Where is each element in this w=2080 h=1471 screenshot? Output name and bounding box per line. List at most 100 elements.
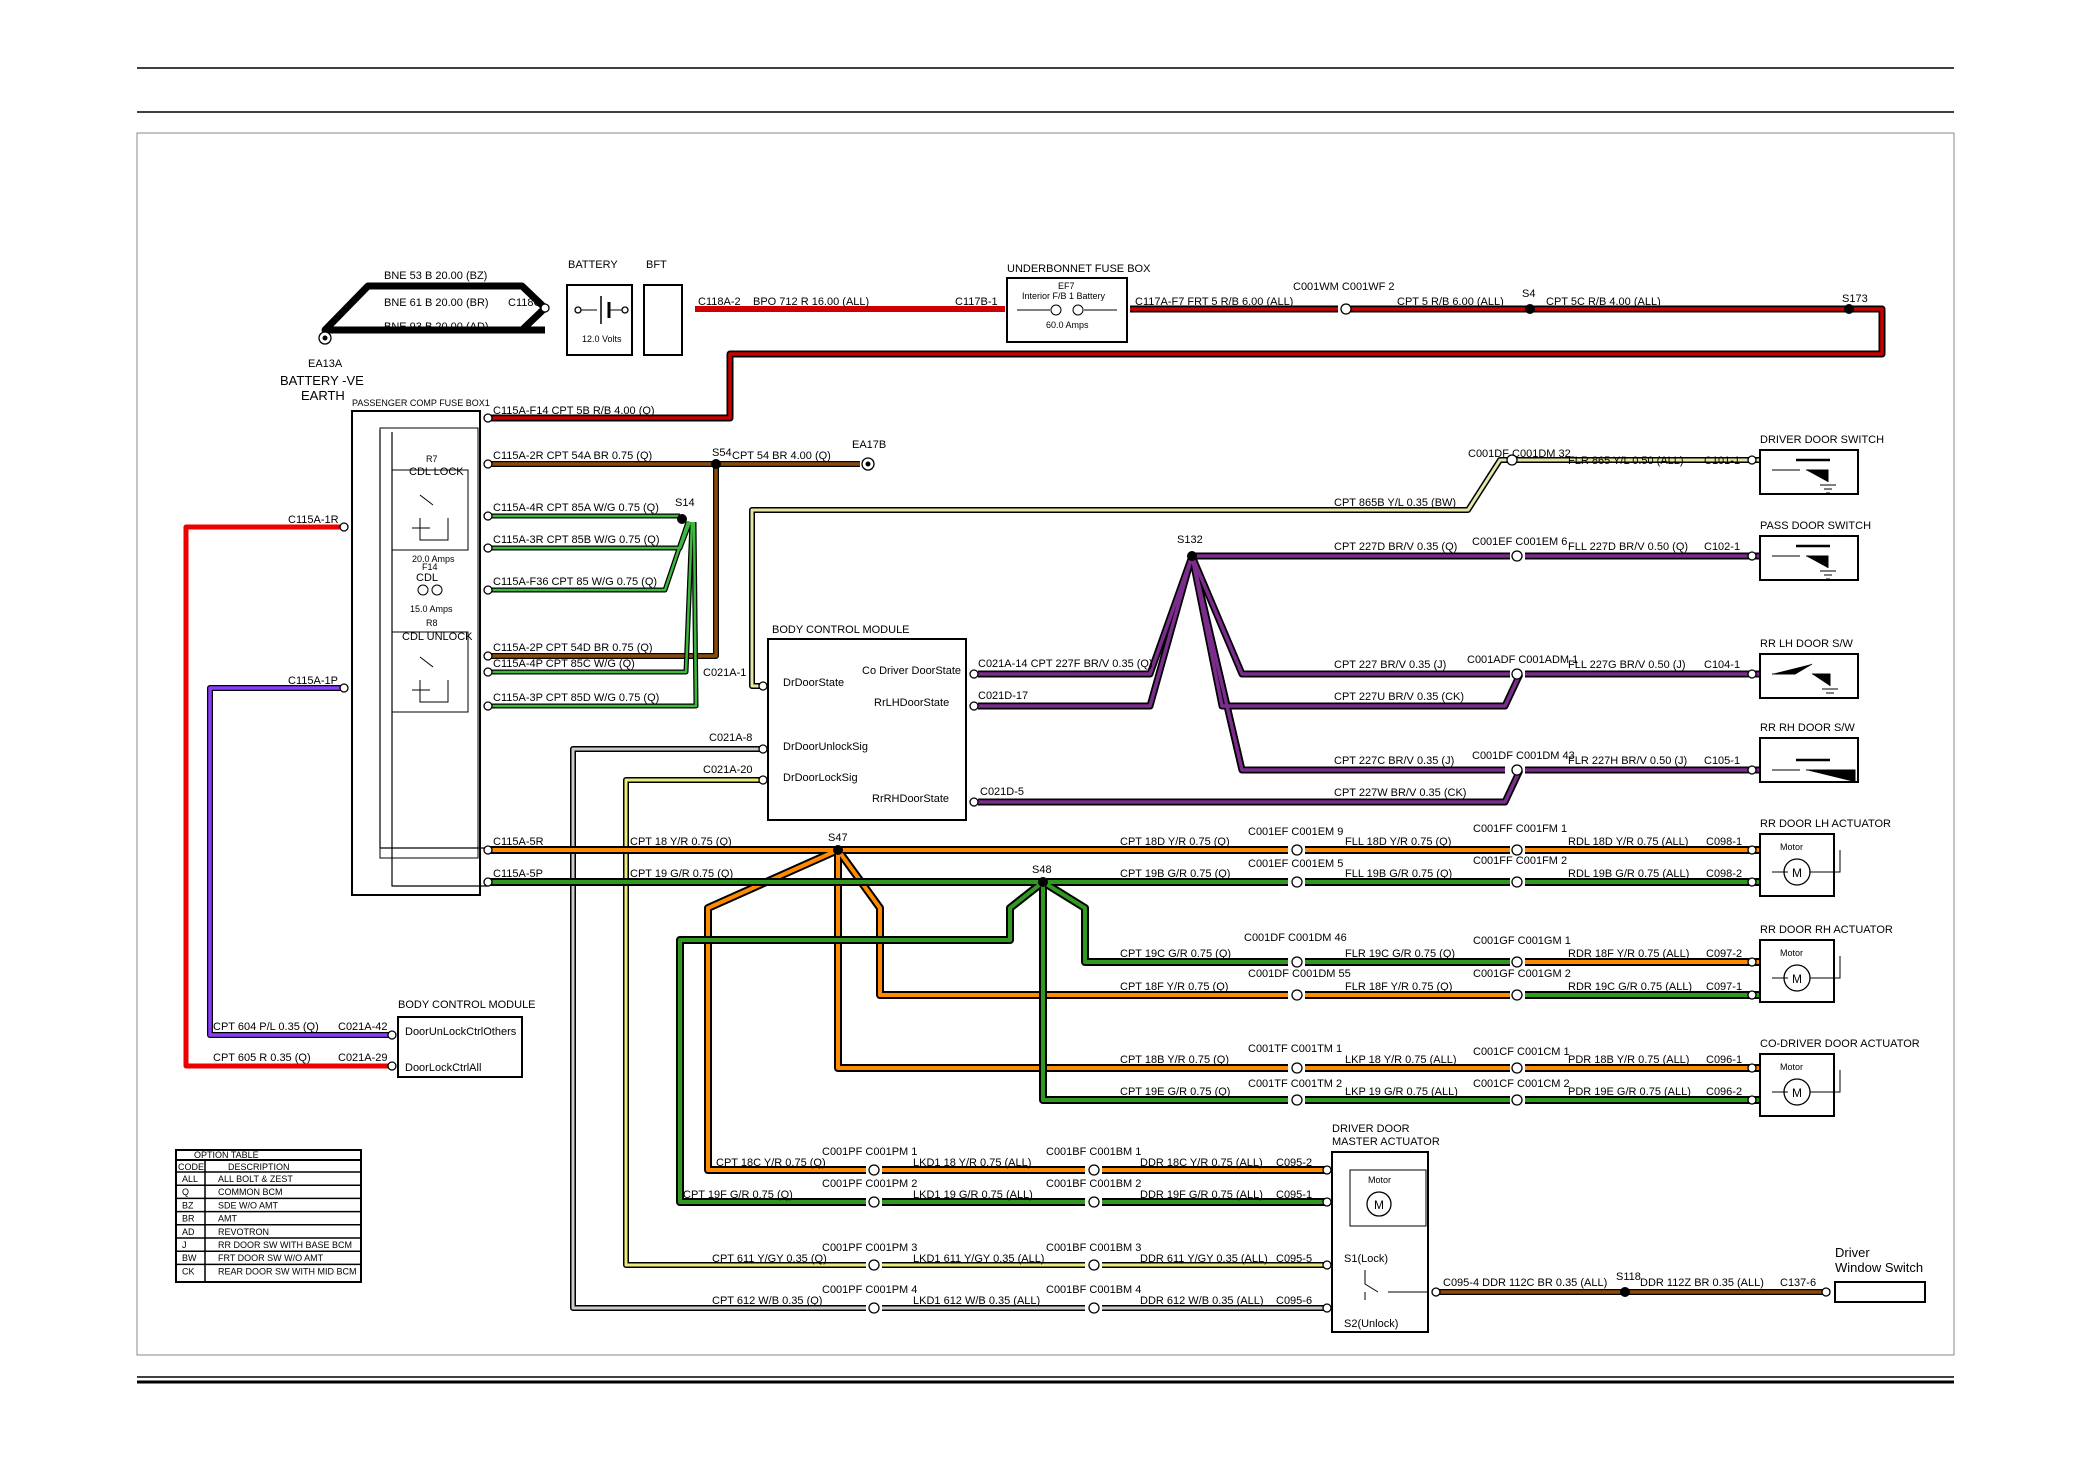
option-description: AMT [218,1214,238,1224]
svg-text:60.0 Amps: 60.0 Amps [1046,320,1089,330]
option-description: REAR DOOR SW WITH MID BCM [218,1266,357,1276]
passenger-comp-fuse-box: PASSENGER COMP FUSE BOX1 R7 CDL LOCK 20.… [288,398,886,896]
svg-text:CPT 865B Y/L 0.35 (BW): CPT 865B Y/L 0.35 (BW) [1334,497,1456,509]
svg-text:CPT 227C BR/V 0.35 (J): CPT 227C BR/V 0.35 (J) [1334,755,1454,767]
svg-text:RR DOOR LH ACTUATOR: RR DOOR LH ACTUATOR [1760,818,1891,830]
svg-text:C105-1: C105-1 [1704,755,1740,767]
svg-text:C001PF C001PM 2: C001PF C001PM 2 [822,1178,917,1190]
svg-text:CPT 19B G/R 0.75 (Q): CPT 19B G/R 0.75 (Q) [1120,868,1230,880]
svg-text:Driver: Driver [1835,1245,1870,1260]
svg-text:CPT 227W BR/V 0.35 (CK): CPT 227W BR/V 0.35 (CK) [1334,787,1466,799]
page-frame [136,67,1955,1384]
svg-text:20.0 Amps: 20.0 Amps [412,554,455,564]
svg-text:LKD1 612 W/B 0.35 (ALL): LKD1 612 W/B 0.35 (ALL) [913,1295,1040,1307]
svg-text:DDR 611 Y/GY 0.35 (ALL): DDR 611 Y/GY 0.35 (ALL) [1140,1253,1268,1265]
svg-text:CODE: CODE [178,1162,204,1172]
svg-text:RR RH DOOR S/W: RR RH DOOR S/W [1760,722,1855,734]
svg-text:C001DF C001DM 55: C001DF C001DM 55 [1248,968,1351,980]
svg-text:C098-1: C098-1 [1706,836,1742,848]
driver-door-master-actuator: DRIVER DOOR MASTER ACTUATOR Motor M S1(L… [683,1123,1831,1333]
svg-text:CPT 227D BR/V 0.35 (Q): CPT 227D BR/V 0.35 (Q) [1334,541,1457,553]
svg-text:C117B-1: C117B-1 [955,296,998,308]
option-code: J [182,1240,187,1250]
svg-text:C095-4 DDR 112C BR 0.35 (ALL): C095-4 DDR 112C BR 0.35 (ALL) [1443,1277,1607,1289]
svg-text:C001DF C001DM 32: C001DF C001DM 32 [1468,448,1571,460]
option-description: FRT DOOR SW W/O AMT [218,1253,324,1263]
svg-text:C001ADF C001ADM 1: C001ADF C001ADM 1 [1467,654,1578,666]
svg-text:LKD1 18 Y/R 0.75 (ALL): LKD1 18 Y/R 0.75 (ALL) [913,1157,1031,1169]
svg-text:C095-1: C095-1 [1276,1189,1312,1201]
svg-text:CPT 5C R/B 4.00 (ALL): CPT 5C R/B 4.00 (ALL) [1546,296,1661,308]
battery-earth: EA13A BATTERY -VE EARTH BNE 53 B 20.00 (… [280,270,550,403]
svg-text:LKD1 611 Y/GY 0.35 (ALL): LKD1 611 Y/GY 0.35 (ALL) [913,1253,1044,1265]
option-description: ALL BOLT & ZEST [218,1174,293,1184]
svg-text:DDR 18C Y/R 0.75 (ALL): DDR 18C Y/R 0.75 (ALL) [1140,1157,1263,1169]
svg-text:C001FF C001FM 1: C001FF C001FM 1 [1473,823,1567,835]
svg-text:C115A-2R CPT 54A BR 0.75 (Q): C115A-2R CPT 54A BR 0.75 (Q) [493,450,652,462]
svg-text:S54: S54 [712,447,732,459]
svg-text:C104-1: C104-1 [1704,659,1740,671]
wire-cpt-19c [1041,880,1288,964]
svg-text:CDL LOCK: CDL LOCK [409,466,464,478]
svg-text:FLL 227G BR/V 0.50 (J): FLL 227G BR/V 0.50 (J) [1568,659,1686,671]
svg-text:Interior F/B 1 Battery: Interior F/B 1 Battery [1022,291,1106,301]
rr-rh-door-switch: RR RH DOOR S/W [1759,722,1859,783]
svg-text:C001WM C001WF 2: C001WM C001WF 2 [1293,281,1394,293]
svg-text:S132: S132 [1177,534,1203,546]
svg-text:C021A-8: C021A-8 [709,732,752,744]
svg-text:CPT 605 R 0.35 (Q): CPT 605 R 0.35 (Q) [213,1052,311,1064]
wire-cpt-612 [570,746,866,1311]
svg-text:C137-6: C137-6 [1780,1277,1816,1289]
svg-text:C021A-42: C021A-42 [338,1021,388,1033]
svg-text:C001PF C001PM 4: C001PF C001PM 4 [822,1284,917,1296]
svg-text:EF7: EF7 [1058,281,1075,291]
svg-text:CPT 19 G/R 0.75 (Q): CPT 19 G/R 0.75 (Q) [630,868,733,880]
option-description: COMMON BCM [218,1187,283,1197]
svg-text:S1(Lock): S1(Lock) [1344,1253,1388,1265]
svg-text:Co Driver DoorState: Co Driver DoorState [862,665,961,677]
svg-text:DoorLockCtrlAll: DoorLockCtrlAll [405,1062,481,1074]
svg-text:M: M [1374,1198,1384,1212]
svg-text:FLR 227H BR/V 0.50 (J): FLR 227H BR/V 0.50 (J) [1568,755,1687,767]
svg-text:C001PF C001PM 1: C001PF C001PM 1 [822,1146,917,1158]
svg-text:BODY CONTROL MODULE: BODY CONTROL MODULE [398,999,536,1011]
option-code: BR [182,1214,195,1224]
svg-text:C001BF C001BM 2: C001BF C001BM 2 [1046,1178,1141,1190]
svg-text:C118C: C118C [508,297,541,309]
svg-text:RDR 18F Y/R 0.75 (ALL): RDR 18F Y/R 0.75 (ALL) [1568,948,1689,960]
svg-text:C115A-F14 CPT 5B R/B 4.00 (Q: C115A-F14 CPT 5B R/B 4.00 (Q) [493,405,655,417]
wire-cpt-85 [488,521,690,592]
svg-text:DRIVER DOOR: DRIVER DOOR [1332,1123,1410,1135]
svg-text:C001CF C001CM 1: C001CF C001CM 1 [1473,1046,1570,1058]
option-description: REVOTRON [218,1227,269,1237]
svg-text:C096-2: C096-2 [1706,1086,1742,1098]
svg-text:C115A-4P CPT 85C W/G (Q): C115A-4P CPT 85C W/G (Q) [493,658,635,670]
body-control-module-2: BODY CONTROL MODULE DoorUnLockCtrlOthers… [213,999,536,1078]
svg-text:LKP 19 G/R 0.75 (ALL): LKP 19 G/R 0.75 (ALL) [1345,1086,1458,1098]
wires [183,282,1886,1311]
svg-text:12.0 Volts: 12.0 Volts [582,334,622,344]
svg-text:S14: S14 [675,497,695,509]
svg-text:C001EF C001EM 9: C001EF C001EM 9 [1248,826,1343,838]
svg-text:C095-6: C095-6 [1276,1295,1312,1307]
svg-text:DDR 112Z BR 0.35 (ALL): DDR 112Z BR 0.35 (ALL) [1640,1277,1764,1289]
svg-text:CPT 18C Y/R 0.75 (Q): CPT 18C Y/R 0.75 (Q) [716,1157,826,1169]
svg-text:LKP 18 Y/R 0.75 (ALL): LKP 18 Y/R 0.75 (ALL) [1345,1054,1457,1066]
svg-text:BATTERY: BATTERY [568,259,618,271]
svg-text:C115A-5P: C115A-5P [493,868,543,880]
svg-text:C097-2: C097-2 [1706,948,1742,960]
option-code: BZ [182,1200,194,1210]
svg-text:C001DF C001DM 46: C001DF C001DM 46 [1244,932,1347,944]
svg-text:C021A-20: C021A-20 [703,764,753,776]
svg-text:UNDERBONNET FUSE BOX: UNDERBONNET FUSE BOX [1007,263,1151,275]
svg-text:C001FF C001FM 2: C001FF C001FM 2 [1473,855,1567,867]
svg-text:C001BF C001BM 3: C001BF C001BM 3 [1046,1242,1141,1254]
option-code: CK [182,1266,195,1276]
svg-text:C115A-2P CPT 54D BR 0.75 (Q): C115A-2P CPT 54D BR 0.75 (Q) [493,642,653,654]
svg-text:C095-2: C095-2 [1276,1157,1312,1169]
driver-door-switch: DRIVER DOOR SWITCH [1759,434,1884,495]
svg-text:RDL 18D Y/R 0.75 (ALL): RDL 18D Y/R 0.75 (ALL) [1568,836,1688,848]
svg-text:PDR 18B Y/R 0.75 (ALL): PDR 18B Y/R 0.75 (ALL) [1568,1054,1689,1066]
